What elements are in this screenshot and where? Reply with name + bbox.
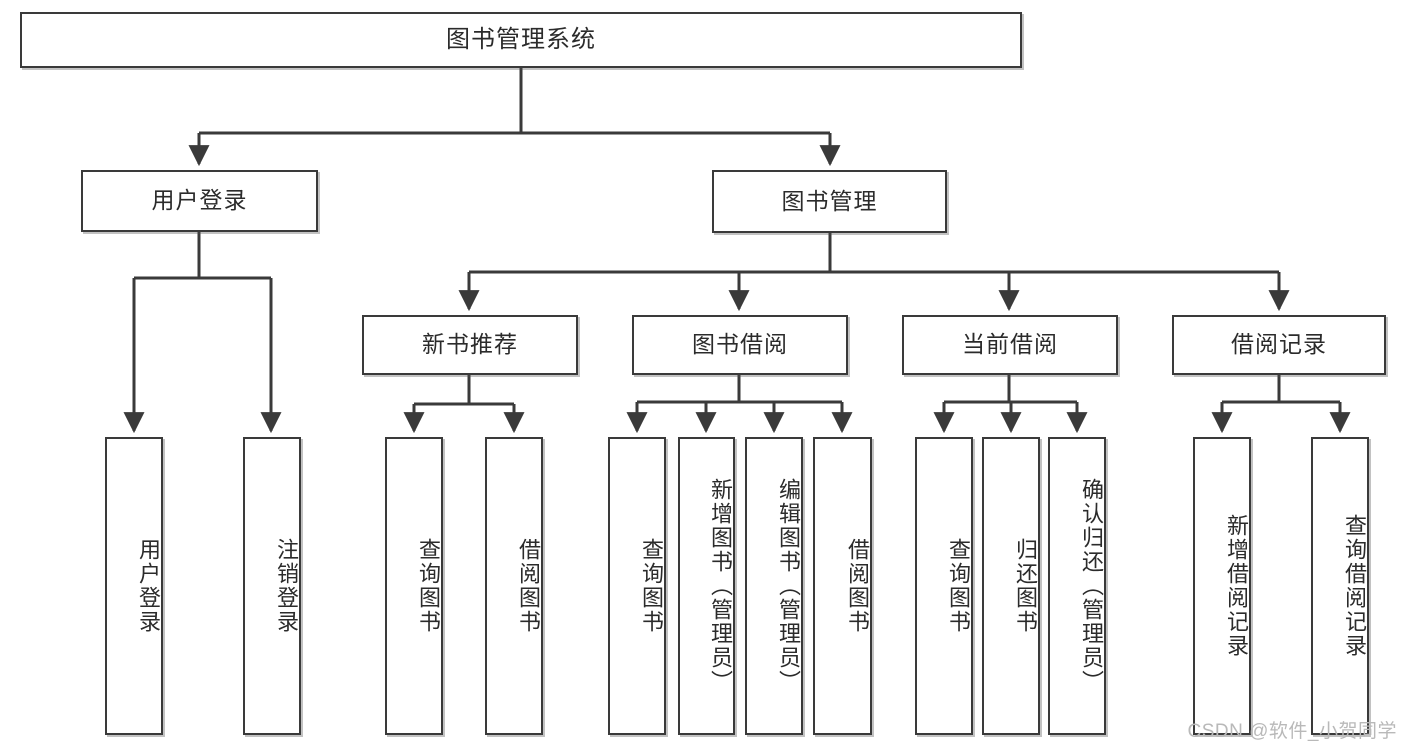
node-current-borrow[interactable]: 当前借阅 (902, 315, 1118, 375)
node-leaf-add-book-admin[interactable]: 新增图书（管理员） (678, 437, 735, 735)
node-label: 借阅图书 (845, 538, 870, 634)
node-leaf-query-book-current[interactable]: 查询图书 (915, 437, 973, 735)
node-label: 查询图书 (639, 538, 664, 634)
node-book-management[interactable]: 图书管理 (712, 170, 947, 233)
node-leaf-add-borrow-record[interactable]: 新增借阅记录 (1193, 437, 1251, 735)
node-label: 归还图书 (1013, 538, 1038, 634)
node-root-library-system[interactable]: 图书管理系统 (20, 12, 1022, 68)
node-label: 编辑图书（管理员） (776, 478, 801, 694)
node-label: 查询借阅记录 (1342, 514, 1367, 658)
node-label: 当前借阅 (962, 331, 1058, 358)
node-label: 查询图书 (946, 538, 971, 634)
node-label: 用户登录 (151, 187, 248, 214)
node-leaf-return-book[interactable]: 归还图书 (982, 437, 1040, 735)
node-leaf-edit-book-admin[interactable]: 编辑图书（管理员） (745, 437, 803, 735)
node-label: 图书管理 (781, 187, 878, 214)
node-label: 注销登录 (274, 538, 299, 634)
node-new-book-recommend[interactable]: 新书推荐 (362, 315, 578, 375)
node-leaf-borrow-book-new[interactable]: 借阅图书 (485, 437, 543, 735)
node-user-login[interactable]: 用户登录 (81, 170, 318, 232)
node-leaf-query-book-borrow[interactable]: 查询图书 (608, 437, 666, 735)
watermark-text: CSDN @软件_小贺同学 (1187, 721, 1397, 742)
node-label: 新增借阅记录 (1224, 514, 1249, 658)
node-leaf-logout[interactable]: 注销登录 (243, 437, 301, 735)
node-label: 确认归还（管理员） (1079, 478, 1104, 694)
node-label: 查询图书 (416, 538, 441, 634)
node-label: 图书借阅 (692, 331, 788, 358)
node-label: 新书推荐 (422, 331, 518, 358)
node-leaf-borrow-book[interactable]: 借阅图书 (813, 437, 872, 735)
node-label: 借阅记录 (1231, 331, 1327, 358)
node-label: 图书管理系统 (446, 25, 596, 53)
node-leaf-query-book-new[interactable]: 查询图书 (385, 437, 443, 735)
node-book-borrow[interactable]: 图书借阅 (632, 315, 848, 375)
node-label: 借阅图书 (516, 538, 541, 634)
node-label: 用户登录 (136, 538, 161, 634)
node-label: 新增图书（管理员） (708, 478, 733, 694)
node-leaf-confirm-return-admin[interactable]: 确认归还（管理员） (1048, 437, 1106, 735)
node-leaf-query-borrow-record[interactable]: 查询借阅记录 (1311, 437, 1369, 735)
node-borrow-records[interactable]: 借阅记录 (1172, 315, 1386, 375)
node-leaf-user-login[interactable]: 用户登录 (105, 437, 163, 735)
